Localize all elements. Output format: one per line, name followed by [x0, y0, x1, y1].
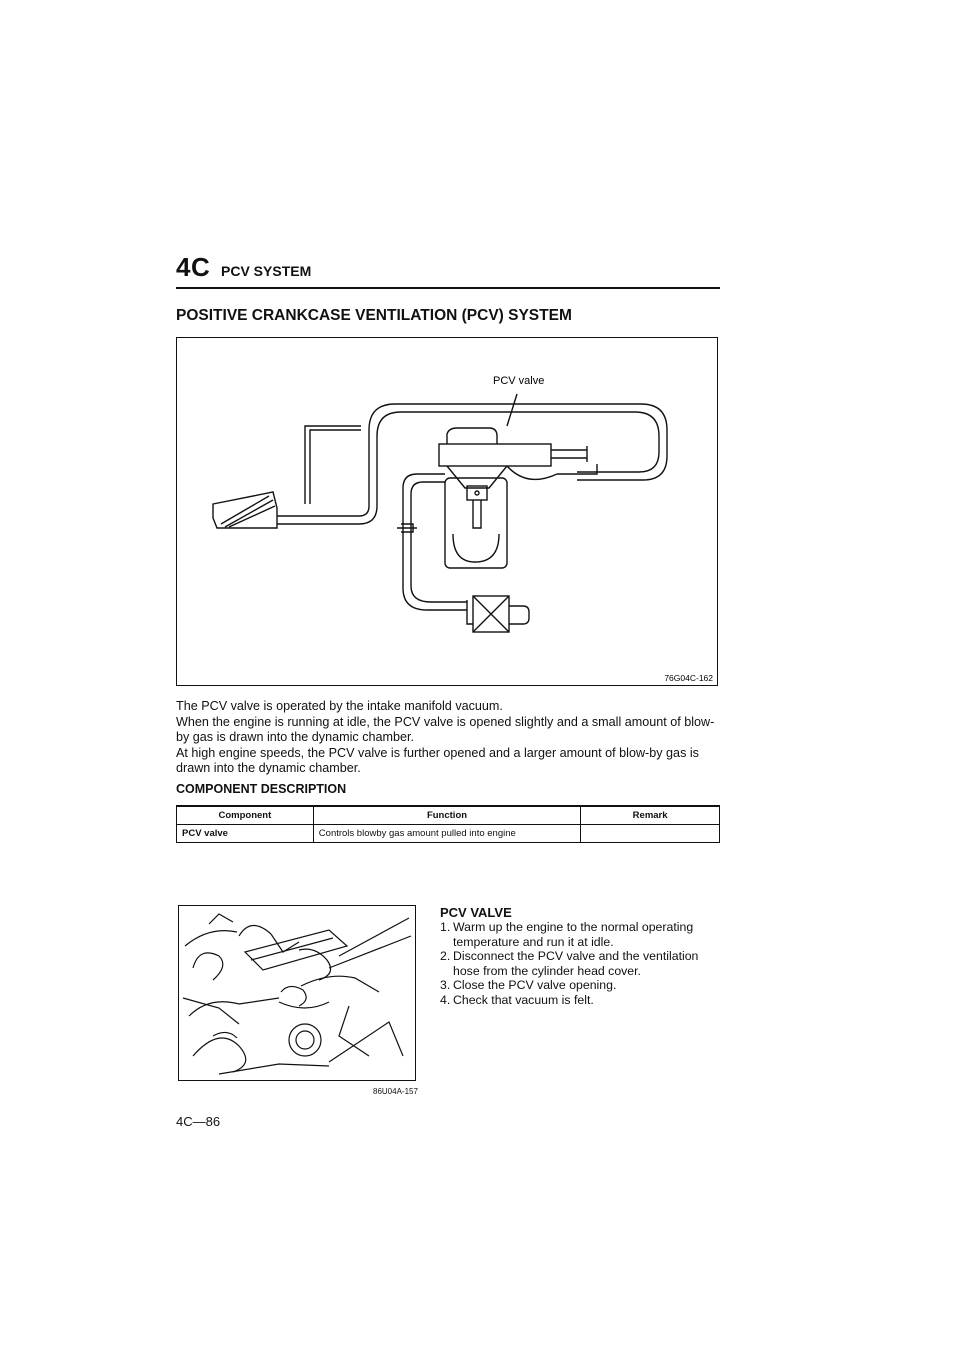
- pcv-valve-section: PCV VALVE 1.Warm up the engine to the no…: [440, 905, 725, 1007]
- description-line: At high engine speeds, the PCV valve is …: [176, 745, 699, 776]
- page-number: 4C—86: [176, 1114, 221, 1129]
- step-number: 1.: [440, 920, 451, 934]
- step-text: Check that vacuum is felt.: [453, 992, 594, 1007]
- figure1-code: 76G04C-162: [664, 673, 713, 683]
- inspection-steps: 1.Warm up the engine to the normal opera…: [440, 920, 725, 1007]
- list-item: 1.Warm up the engine to the normal opera…: [440, 920, 725, 949]
- step-number: 3.: [440, 978, 451, 992]
- column-header: Remark: [580, 805, 720, 825]
- list-item: 3.Close the PCV valve opening.: [440, 978, 725, 993]
- table-cell: Controls blowby gas amount pulled into e…: [312, 824, 582, 843]
- step-number: 2.: [440, 949, 451, 963]
- step-text: Close the PCV valve opening.: [453, 978, 617, 992]
- page-title: POSITIVE CRANKCASE VENTILATION (PCV) SYS…: [176, 307, 572, 324]
- column-header: Function: [312, 805, 582, 825]
- pcv-valve-heading: PCV VALVE: [440, 905, 512, 920]
- engine-drawing: [182, 913, 412, 1075]
- table-cell: PCV valve: [176, 824, 314, 843]
- pcv-valve-label: PCV valve: [493, 375, 544, 387]
- section-code: 4C: [176, 252, 211, 282]
- pcv-valve-illustration: [178, 905, 416, 1081]
- table-cell: [580, 824, 720, 843]
- step-text: Warm up the engine to the normal operati…: [453, 920, 694, 949]
- list-item: 4.Check that vacuum is felt.: [440, 993, 725, 1008]
- step-number: 4.: [440, 992, 451, 1007]
- section-name: PCV SYSTEM: [221, 263, 312, 279]
- component-description-heading: COMPONENT DESCRIPTION: [176, 782, 347, 796]
- step-text: Disconnect the PCV valve and the ventila…: [453, 949, 699, 978]
- table-header-row: Component Function Remark: [176, 805, 720, 825]
- header-rule: [176, 287, 720, 289]
- column-header: Component: [176, 805, 314, 825]
- table-row: PCV valve Controls blowby gas amount pul…: [176, 824, 720, 843]
- description-line: When the engine is running at idle, the …: [176, 714, 715, 745]
- list-item: 2.Disconnect the PCV valve and the venti…: [440, 949, 725, 978]
- description: The PCV valve is operated by the intake …: [176, 699, 722, 777]
- pcv-system-drawing: PCV valve 76G04C-162: [212, 375, 713, 683]
- description-line: The PCV valve is operated by the intake …: [176, 699, 503, 713]
- pcv-system-diagram: PCV valve 76G04C-162: [176, 337, 718, 686]
- figure2-code: 86U04A-157: [373, 1087, 418, 1096]
- component-table: Component Function Remark PCV valve Cont…: [176, 805, 720, 843]
